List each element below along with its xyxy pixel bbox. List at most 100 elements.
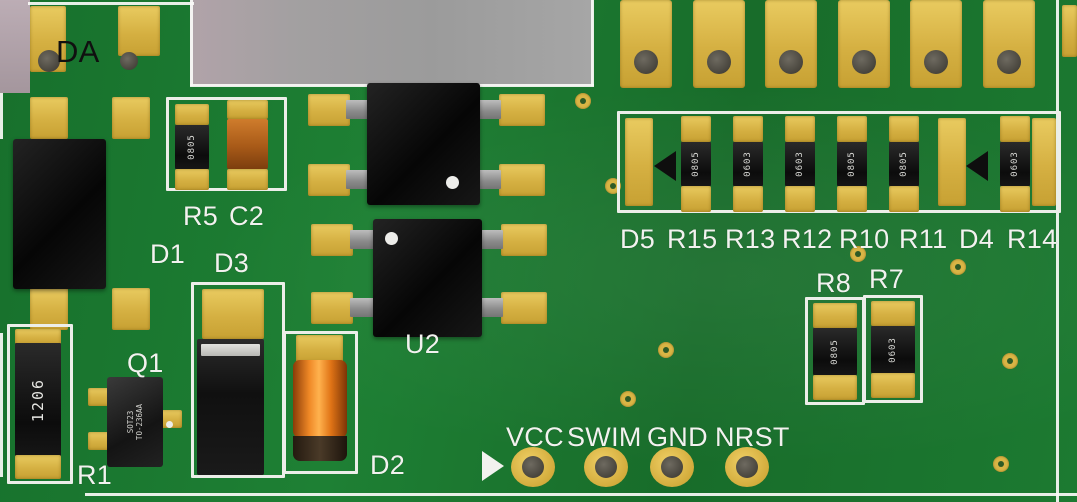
solder-pad[interactable] [1000,186,1030,212]
silkscreen-label-r7: R7 [869,264,905,294]
package-marking: 0603 [743,151,753,177]
through-hole [661,456,683,478]
via[interactable] [658,342,674,358]
solder-pad[interactable] [118,6,160,56]
solder-pad[interactable] [88,432,110,450]
ic-pin [479,298,503,317]
silkscreen-label-d5: D5 [620,224,656,254]
silkscreen-label-d2: D2 [370,450,406,480]
component-u2-upper[interactable] [367,83,480,205]
solder-pad[interactable] [1000,116,1030,142]
solder-pad[interactable] [837,116,867,142]
component-r5[interactable]: 0805 [175,125,209,169]
solder-pad[interactable] [227,169,268,190]
component-r8[interactable]: 0805 [813,328,857,375]
solder-pad[interactable] [501,224,547,256]
silkscreen-label-r10: R10 [839,224,890,254]
via[interactable] [993,456,1009,472]
solder-pad[interactable] [160,410,182,428]
solder-pad[interactable] [499,164,545,196]
solder-pad[interactable] [889,116,919,142]
connector-pad[interactable] [765,0,817,88]
board-id-marking: DA [56,34,100,69]
solder-pad[interactable] [1062,5,1077,57]
solder-pad[interactable] [15,455,61,479]
solder-pad[interactable] [813,303,857,328]
component-q1[interactable]: SOT23 TO-236AA [107,377,163,467]
solder-pad[interactable] [311,292,353,324]
solder-pad[interactable] [175,169,209,190]
component-diode-sma[interactable] [197,339,264,475]
solder-pad[interactable] [1032,118,1056,206]
solder-pad[interactable] [227,100,268,119]
solder-pad[interactable] [501,292,547,324]
resistor-chip[interactable]: 0805 [889,142,919,186]
solder-pad[interactable] [175,104,209,125]
solder-pad[interactable] [871,373,915,398]
solder-pad[interactable] [499,94,545,126]
package-marking-q1-line2: TO-236AA [135,403,144,441]
solder-pad[interactable] [308,164,350,196]
via[interactable] [1002,353,1018,369]
ic-pin [350,230,374,249]
solder-pad[interactable] [733,116,763,142]
board-edge [591,0,594,86]
connector-pad[interactable] [838,0,890,88]
solder-pad[interactable] [938,118,966,206]
solder-pad[interactable] [112,288,150,330]
via[interactable] [850,246,866,262]
orange-capacitor[interactable] [293,360,347,438]
via[interactable] [575,93,591,109]
component-d1[interactable] [13,139,106,289]
solder-pad[interactable] [681,186,711,212]
solder-pad[interactable] [88,388,110,406]
component-c2[interactable] [227,119,268,169]
through-hole [736,456,758,478]
silkscreen-outline [166,97,287,191]
component-r7[interactable]: 0603 [871,326,915,373]
cathode-band [201,344,260,356]
solder-pad[interactable] [311,224,353,256]
solder-pad[interactable] [733,186,763,212]
connector-pad[interactable] [910,0,962,88]
viewport-background-notch [190,0,593,86]
capacitor-base-band [293,436,347,461]
solder-pad[interactable] [296,335,343,362]
solder-pad[interactable] [837,186,867,212]
resistor-chip[interactable]: 0603 [785,142,815,186]
solder-pad[interactable] [202,289,264,339]
solder-pad[interactable] [871,301,915,326]
connector-pad[interactable] [983,0,1035,88]
connector-pad[interactable] [620,0,672,88]
silkscreen-label-r5: R5 [183,201,219,231]
solder-pad[interactable] [30,97,68,139]
board-edge [190,0,193,86]
solder-pad[interactable] [112,97,150,139]
silkscreen-label-r8: R8 [816,268,852,298]
solder-pad[interactable] [785,116,815,142]
pin1-marker-icon [385,232,398,245]
solder-pad[interactable] [625,118,653,206]
solder-pad[interactable] [813,375,857,400]
via[interactable] [950,259,966,275]
through-hole [120,52,138,70]
resistor-chip[interactable]: 0603 [1000,142,1030,186]
solder-pad[interactable] [15,329,61,345]
component-r1[interactable]: 1206 [15,343,61,457]
silkscreen-label-d3: D3 [214,248,250,278]
connector-pad[interactable] [693,0,745,88]
solder-pad[interactable] [30,288,68,330]
silkscreen-label-r1: R1 [77,460,113,490]
resistor-chip[interactable]: 0603 [733,142,763,186]
pin1-arrow-icon [482,451,504,481]
via[interactable] [620,391,636,407]
viewport-background-corner [0,0,30,93]
resistor-chip[interactable]: 0805 [837,142,867,186]
solder-pad[interactable] [308,94,350,126]
resistor-chip[interactable]: 0805 [681,142,711,186]
solder-pad[interactable] [681,116,711,142]
silkscreen-outline [863,295,923,403]
solder-pad[interactable] [785,186,815,212]
solder-pad[interactable] [889,186,919,212]
silkscreen-label-r12: R12 [782,224,833,254]
